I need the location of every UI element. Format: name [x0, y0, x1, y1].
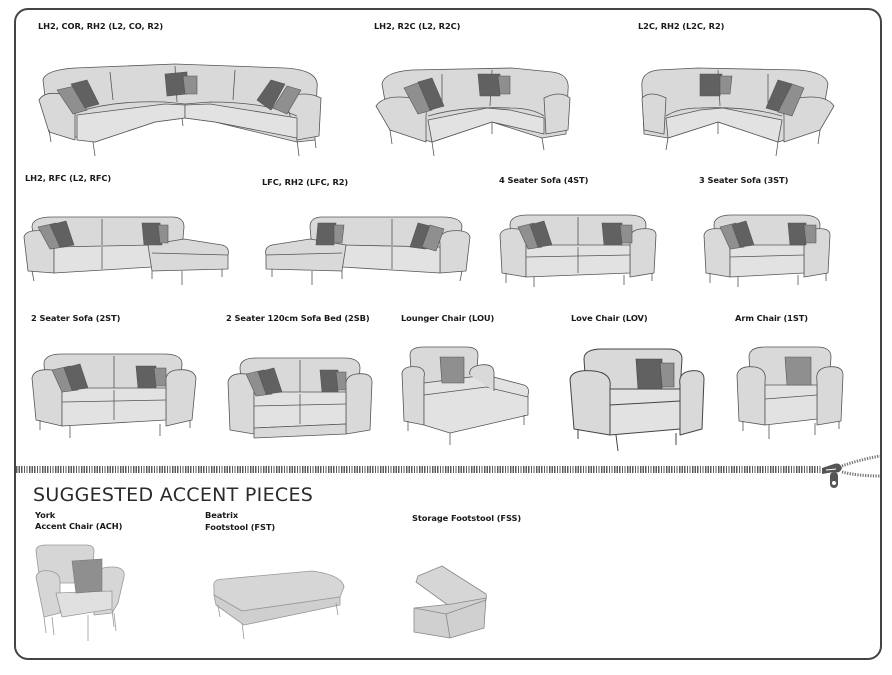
corner-sofa-r2c-illustration: [375, 67, 571, 157]
label-lh2-cor-rh2: LH2, COR, RH2 (L2, CO, R2): [38, 21, 164, 31]
zipper-divider: [16, 466, 822, 473]
label-l2c-rh2: L2C, RH2 (L2C, R2): [638, 21, 725, 31]
storage-footstool-illustration: [413, 565, 487, 639]
accent-chair-illustration: [35, 544, 125, 641]
label-2sb: 2 Seater 120cm Sofa Bed (2SB): [226, 313, 370, 323]
3-seater-sofa-illustration: [703, 214, 831, 287]
label-lh2-rfc: LH2, RFC (L2, RFC): [25, 173, 112, 183]
footstool-illustration: [213, 570, 345, 640]
arm-chair-illustration: [736, 346, 844, 439]
love-chair-illustration: [569, 348, 705, 452]
label-ach-line1: York: [35, 510, 56, 520]
corner-sofa-large-illustration: [38, 63, 322, 157]
label-3st: 3 Seater Sofa (3ST): [699, 175, 789, 185]
sofa-bed-illustration: [227, 357, 373, 439]
label-4st: 4 Seater Sofa (4ST): [499, 175, 589, 185]
label-lh2-r2c: LH2, R2C (L2, R2C): [374, 21, 461, 31]
label-fss: Storage Footstool (FSS): [412, 513, 522, 523]
label-2st: 2 Seater Sofa (2ST): [31, 313, 121, 323]
label-lou: Lounger Chair (LOU): [401, 313, 495, 323]
label-ach-line2: Accent Chair (ACH): [35, 521, 123, 531]
label-lov: Love Chair (LOV): [571, 313, 648, 323]
corner-sofa-l2c-illustration: [641, 67, 835, 157]
lounger-chair-illustration: [401, 346, 529, 445]
chaise-sofa-rfc-illustration: [23, 216, 229, 285]
label-1st: Arm Chair (1ST): [735, 313, 808, 323]
4-seater-sofa-illustration: [499, 214, 657, 287]
chaise-sofa-lfc-illustration: [265, 216, 471, 285]
content-frame: [14, 8, 882, 660]
2-seater-sofa-illustration: [31, 353, 197, 438]
accent-heading: SUGGESTED ACCENT PIECES: [33, 484, 314, 506]
zipper-icon: [822, 454, 881, 488]
label-fst-line2: Footstool (FST): [205, 522, 276, 532]
label-fst-line1: Beatrix: [205, 510, 239, 520]
label-lfc-rh2: LFC, RH2 (LFC, R2): [262, 177, 349, 187]
